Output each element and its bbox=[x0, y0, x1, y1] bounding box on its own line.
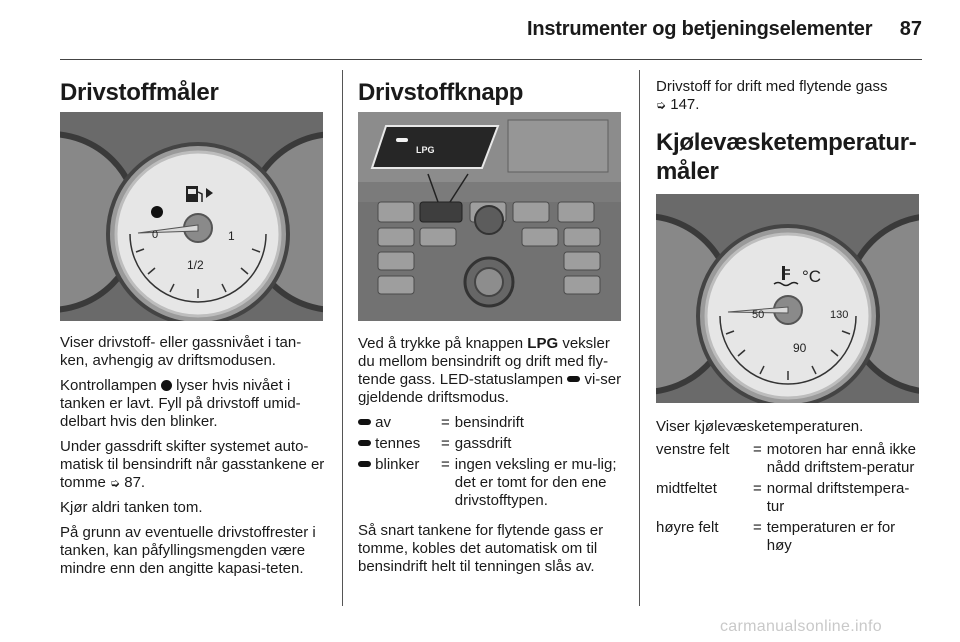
paragraph: Så snart tankene for flytende gass er to… bbox=[358, 522, 604, 575]
paragraph: Ved å trykke på knappen LPG veksler du m… bbox=[358, 335, 622, 406]
fuel-warning-lamp-icon bbox=[160, 380, 172, 391]
section-heading-fuel-gauge: Drivstoffmåler bbox=[60, 79, 219, 106]
table-term: blinker bbox=[358, 456, 436, 513]
column-divider-1 bbox=[342, 70, 343, 606]
paragraph: Drivstoff for drift med flytende gass ➭ … bbox=[656, 78, 888, 113]
table-desc: normal driftstempera-tur bbox=[766, 480, 910, 515]
coolant-temperature-icon bbox=[773, 266, 799, 287]
fuel-warning-lamp-icon bbox=[151, 206, 163, 218]
coolant-zone-table: venstre felt = motoren har ennå ikke nåd… bbox=[656, 441, 922, 558]
svg-text:50: 50 bbox=[752, 309, 764, 321]
page-number: 87 bbox=[899, 18, 922, 40]
svg-text:LPG: LPG bbox=[416, 145, 435, 155]
fuel-gauge-photo: 0 1/2 1 bbox=[60, 112, 323, 321]
table-equals: = bbox=[441, 414, 450, 431]
watermark: carmanualsonline.info bbox=[720, 618, 882, 635]
fuel-pump-icon bbox=[186, 186, 213, 202]
lpg-button-callout: LPG bbox=[370, 125, 500, 169]
table-term: tennes bbox=[358, 435, 436, 456]
section-heading-coolant-gauge: Kjølevæsketemperatur- måler bbox=[656, 129, 917, 185]
table-row: høyre felt = temperaturen er for høy bbox=[656, 519, 922, 558]
header-divider bbox=[60, 59, 922, 60]
paragraph: Viser kjølevæsketemperaturen. bbox=[656, 418, 864, 435]
table-desc: motoren har ennå ikke nådd driftstem-per… bbox=[766, 441, 917, 476]
column-divider-2 bbox=[639, 70, 640, 606]
fuel-gauge-illustration: 0 1/2 1 bbox=[60, 112, 323, 321]
center-console-illustration: LPG bbox=[358, 112, 621, 321]
header-title: Instrumenter og betjeningselementer bbox=[527, 18, 873, 40]
coolant-gauge-text: Viser kjølevæsketemperaturen. venstre fe… bbox=[656, 418, 922, 558]
fuel-button-text: Ved å trykke på knappen LPG veksler du m… bbox=[358, 335, 624, 583]
table-desc: bensindrift bbox=[454, 414, 524, 431]
table-equals: = bbox=[753, 441, 762, 458]
paragraph: På grunn av eventuelle drivstoffrester i… bbox=[60, 524, 316, 577]
paragraph: Viser drivstoff- eller gassnivået i tan-… bbox=[60, 334, 302, 369]
table-row: blinker = ingen veksling er mu-lig; det … bbox=[358, 456, 624, 513]
coolant-section: Drivstoff for drift med flytende gass ➭ … bbox=[656, 78, 922, 186]
paragraph: Under gassdrift skifter systemet auto-ma… bbox=[60, 438, 325, 491]
table-row: tennes = gassdrift bbox=[358, 435, 624, 456]
paragraph: Kontrollampen lyser hvis nivået i tanken… bbox=[60, 377, 301, 430]
svg-text:90: 90 bbox=[793, 341, 807, 355]
led-status-icon bbox=[396, 138, 408, 142]
svg-text:1/2: 1/2 bbox=[187, 258, 204, 272]
table-desc: temperaturen er for høy bbox=[766, 519, 896, 554]
led-icon bbox=[358, 419, 371, 425]
lpg-button bbox=[419, 201, 463, 223]
svg-text:1: 1 bbox=[228, 229, 235, 243]
page-reference-link[interactable]: 147. bbox=[670, 96, 700, 113]
svg-text:0: 0 bbox=[152, 229, 158, 241]
table-desc: ingen veksling er mu-lig; det er tomt fo… bbox=[454, 456, 617, 509]
svg-text:130: 130 bbox=[830, 309, 848, 321]
fuel-button-photo: LPG bbox=[358, 112, 621, 321]
table-desc: gassdrift bbox=[454, 435, 512, 452]
table-term: høyre felt bbox=[656, 519, 719, 536]
lpg-key-label: LPG bbox=[527, 335, 559, 352]
led-status-icon bbox=[567, 376, 581, 382]
table-row: midtfeltet = normal driftstempera-tur bbox=[656, 480, 922, 519]
table-term: midtfeltet bbox=[656, 480, 717, 497]
coolant-gauge-photo: °C 50 90 130 bbox=[656, 194, 919, 403]
fuel-gauge-text: Viser drivstoff- eller gassnivået i tan-… bbox=[60, 334, 326, 585]
led-icon bbox=[358, 440, 371, 446]
coolant-gauge-illustration: °C 50 90 130 bbox=[656, 194, 919, 403]
led-status-table: av = bensindrift tennes = gassdrift blin… bbox=[358, 414, 624, 513]
page-reference-arrow-icon: ➭ bbox=[656, 98, 667, 112]
table-term: venstre felt bbox=[656, 441, 730, 458]
led-icon bbox=[358, 461, 371, 467]
page-reference-arrow-icon: ➭ bbox=[110, 476, 121, 490]
svg-text:°C: °C bbox=[802, 267, 821, 286]
table-term: av bbox=[358, 414, 436, 435]
table-equals: = bbox=[441, 435, 450, 452]
table-row: venstre felt = motoren har ennå ikke nåd… bbox=[656, 441, 922, 480]
table-equals: = bbox=[441, 456, 450, 473]
page-reference-link[interactable]: 87. bbox=[124, 474, 146, 491]
table-equals: = bbox=[753, 480, 762, 497]
paragraph: Kjør aldri tanken tom. bbox=[60, 499, 203, 516]
section-heading-fuel-button: Drivstoffknapp bbox=[358, 79, 524, 106]
table-equals: = bbox=[753, 519, 762, 536]
table-row: av = bensindrift bbox=[358, 414, 624, 435]
